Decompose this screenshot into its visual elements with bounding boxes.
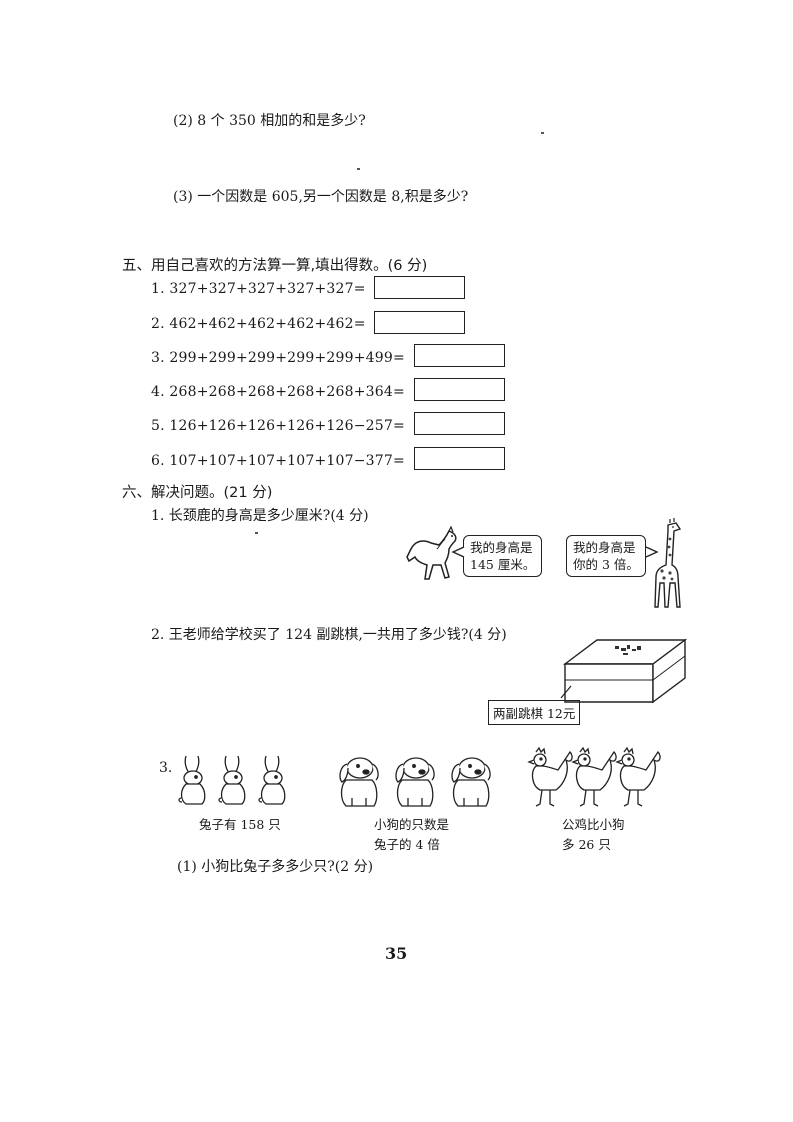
question-6-2: 2. 王老师给学校买了 124 副跳棋,一共用了多少钱?(4 分) bbox=[151, 627, 507, 643]
equation-6: 6. 107+107+107+107+107−377= bbox=[151, 453, 405, 469]
answer-box-6[interactable] bbox=[414, 447, 505, 470]
question-6-1: 1. 长颈鹿的身高是多少厘米?(4 分) bbox=[151, 508, 369, 524]
dogs-icon bbox=[339, 757, 491, 807]
equation-5: 5. 126+126+126+126+126−257= bbox=[151, 418, 405, 434]
rooster-caption-line-2: 多 26 只 bbox=[562, 837, 611, 852]
rooster-caption-line-1: 公鸡比小狗 bbox=[562, 817, 625, 832]
giraffe-bubble-tail bbox=[645, 546, 659, 558]
answer-box-1[interactable] bbox=[374, 276, 465, 299]
answer-box-5[interactable] bbox=[414, 412, 505, 435]
rabbits-icon bbox=[178, 755, 286, 805]
price-tag-pointer bbox=[560, 685, 572, 699]
scan-speck bbox=[255, 532, 258, 534]
question-6-3-number: 3. bbox=[159, 760, 173, 776]
section-5-heading: 五、用自己喜欢的方法算一算,填出得数。(6 分) bbox=[122, 258, 428, 274]
roosters-icon bbox=[527, 746, 661, 807]
scan-speck bbox=[541, 132, 544, 134]
horse-bubble-tail bbox=[451, 546, 465, 558]
horse-bubble-line-1: 我的身高是 bbox=[470, 540, 533, 555]
equation-1: 1. 327+327+327+327+327= bbox=[151, 281, 366, 297]
page-number: 35 bbox=[385, 944, 408, 963]
dog-caption-line-1: 小狗的只数是 bbox=[374, 817, 450, 832]
horse-speech-bubble: 我的身高是 145 厘米。 bbox=[463, 535, 543, 577]
rabbit-caption: 兔子有 158 只 bbox=[199, 817, 281, 832]
answer-box-3[interactable] bbox=[414, 344, 505, 367]
checkers-box-icon bbox=[562, 638, 688, 704]
price-tag: 两副跳棋 12元 bbox=[488, 700, 581, 725]
giraffe-bubble-line-2: 你的 3 倍。 bbox=[573, 557, 639, 572]
giraffe-speech-bubble: 我的身高是 你的 3 倍。 bbox=[566, 535, 646, 577]
answer-box-4[interactable] bbox=[414, 378, 505, 401]
giraffe-icon bbox=[654, 518, 682, 608]
equation-3: 3. 299+299+299+299+299+499= bbox=[151, 350, 405, 366]
question-4-3: (3) 一个因数是 605,另一个因数是 8,积是多少? bbox=[173, 189, 469, 205]
equation-2: 2. 462+462+462+462+462= bbox=[151, 316, 366, 332]
dog-caption-line-2: 兔子的 4 倍 bbox=[374, 837, 440, 852]
question-4-2: (2) 8 个 350 相加的和是多少? bbox=[173, 113, 366, 129]
answer-box-2[interactable] bbox=[374, 311, 465, 334]
section-6-heading: 六、解决问题。(21 分) bbox=[122, 485, 273, 501]
horse-icon bbox=[406, 525, 457, 580]
question-6-3-1: (1) 小狗比兔子多多少只?(2 分) bbox=[177, 859, 374, 875]
equation-4: 4. 268+268+268+268+268+364= bbox=[151, 384, 405, 400]
scan-speck bbox=[357, 168, 360, 170]
giraffe-bubble-line-1: 我的身高是 bbox=[573, 540, 636, 555]
horse-bubble-line-2: 145 厘米。 bbox=[470, 557, 536, 572]
